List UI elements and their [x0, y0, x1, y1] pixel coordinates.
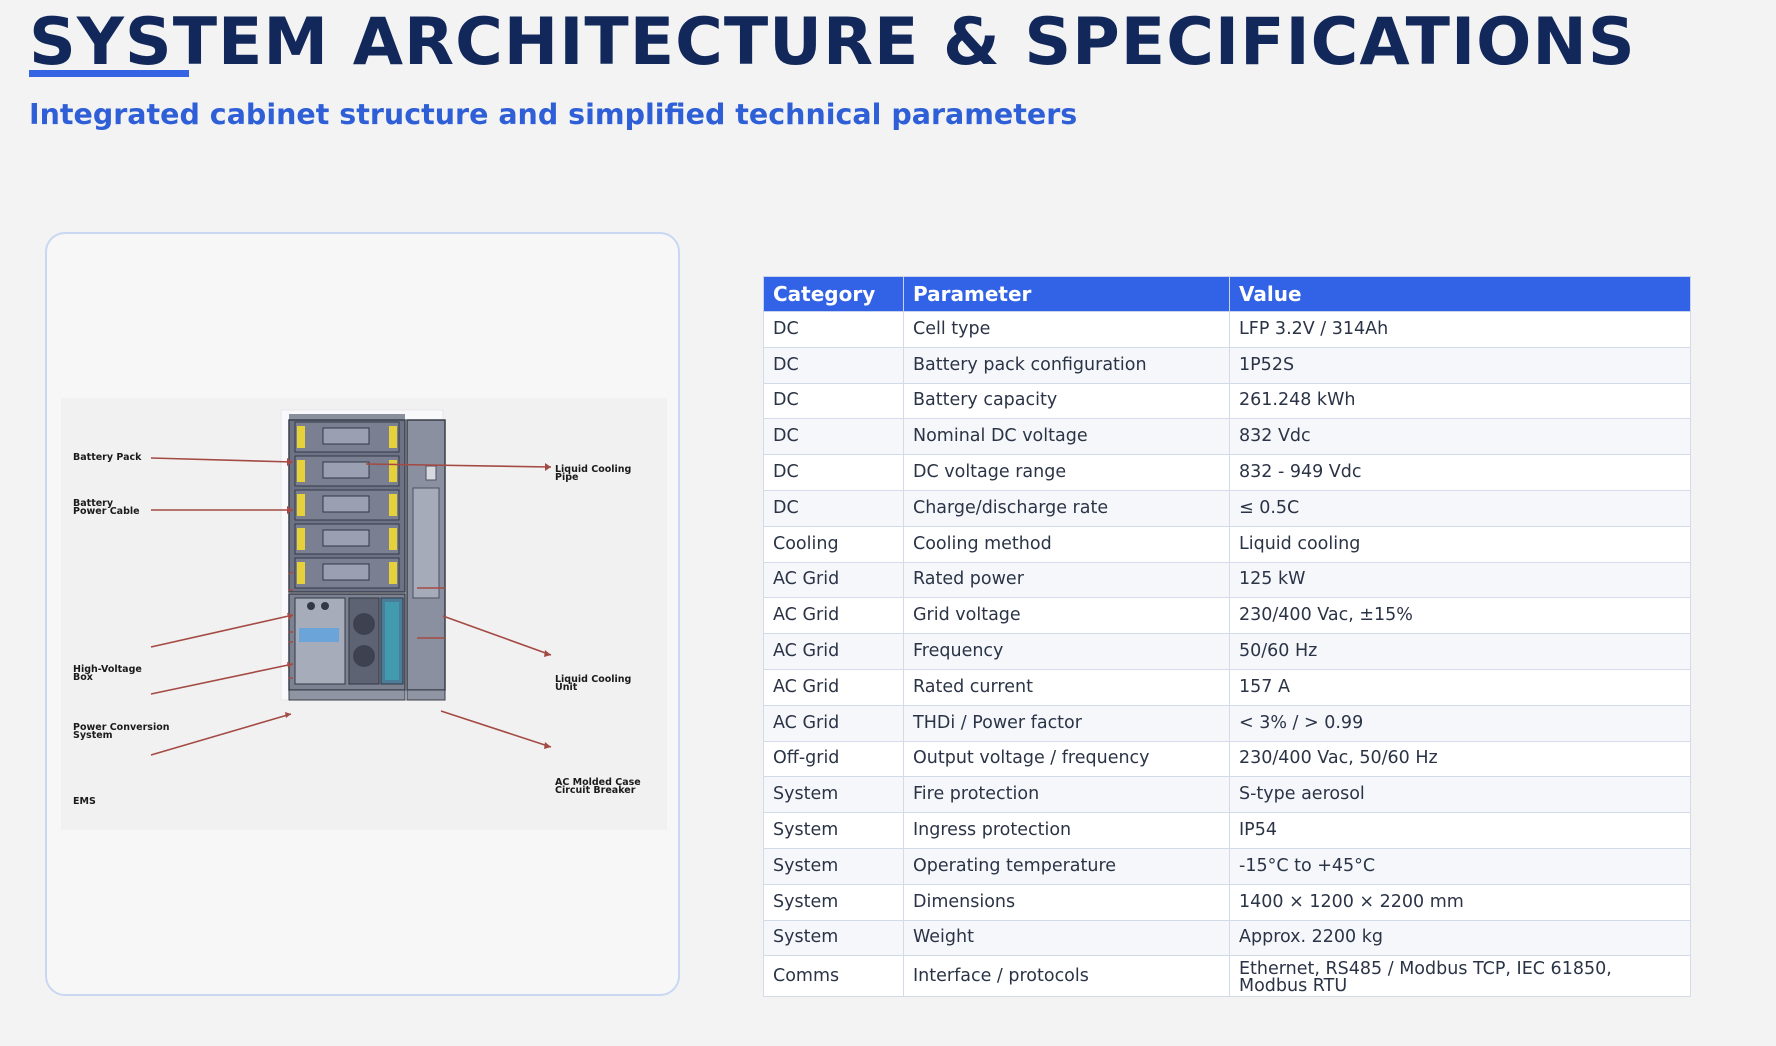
- cell-value: 832 Vdc: [1229, 418, 1691, 456]
- cell-value: IP54: [1229, 812, 1691, 849]
- cell-value: LFP 3.2V / 314Ah: [1229, 311, 1691, 348]
- battery-pack-stack: [294, 421, 400, 589]
- header-category: Category: [763, 276, 904, 312]
- cell-parameter: Output voltage / frequency: [903, 740, 1230, 778]
- header-parameter: Parameter: [903, 276, 1230, 312]
- cell-value: 1P52S: [1229, 346, 1691, 384]
- cell-parameter: Grid voltage: [903, 597, 1230, 635]
- cell-parameter: Frequency: [903, 633, 1230, 670]
- cabinet-figure-panel: Battery Pack Battery Power Cable High-Vo…: [45, 232, 680, 996]
- cell-parameter: DC voltage range: [903, 454, 1230, 491]
- page-subtitle: Integrated cabinet structure and simplif…: [29, 98, 1078, 131]
- cell-value: 1400 × 1200 × 2200 mm: [1229, 883, 1691, 921]
- cell-category: DC: [763, 346, 904, 384]
- cell-category: Off-grid: [763, 740, 904, 778]
- label-liquid-cooling-pipe: Liquid Cooling Pipe: [555, 464, 632, 483]
- cell-value: -15°C to +45°C: [1229, 847, 1691, 885]
- label-battery-pack: Battery Pack: [73, 452, 142, 463]
- cell-parameter: Ingress protection: [903, 812, 1230, 849]
- cell-category: DC: [763, 418, 904, 456]
- cell-value: S-type aerosol: [1229, 776, 1691, 814]
- cabinet-diagram: Battery Pack Battery Power Cable High-Vo…: [61, 398, 667, 830]
- cell-value: 832 - 949 Vdc: [1229, 454, 1691, 491]
- label-high-voltage-box: High-Voltage Box: [73, 664, 142, 683]
- cell-category: AC Grid: [763, 633, 904, 670]
- cell-parameter: Fire protection: [903, 776, 1230, 814]
- header-value: Value: [1229, 276, 1691, 312]
- cell-parameter: Weight: [903, 919, 1230, 957]
- page-title: SYSTEM ARCHITECTURE & SPECIFICATIONS: [29, 5, 1636, 80]
- cell-category: DC: [763, 382, 904, 420]
- cell-parameter: Battery pack configuration: [903, 346, 1230, 384]
- cell-category: System: [763, 883, 904, 921]
- cell-category: DC: [763, 311, 904, 348]
- cell-category: Comms: [763, 955, 904, 998]
- cell-parameter: THDi / Power factor: [903, 704, 1230, 742]
- cell-parameter: Rated power: [903, 561, 1230, 599]
- label-ems: EMS: [73, 796, 96, 807]
- cell-category: AC Grid: [763, 561, 904, 599]
- cell-category: System: [763, 919, 904, 957]
- cell-parameter: Charge/discharge rate: [903, 489, 1230, 527]
- title-accent-underline: [29, 70, 189, 77]
- cell-parameter: Operating temperature: [903, 847, 1230, 885]
- cell-category: System: [763, 776, 904, 814]
- cell-category: DC: [763, 454, 904, 491]
- cell-value: 261.248 kWh: [1229, 382, 1691, 420]
- cell-category: System: [763, 847, 904, 885]
- cell-category: AC Grid: [763, 597, 904, 635]
- label-ac-breaker: AC Molded Case Circuit Breaker: [555, 777, 641, 796]
- cell-parameter: Cell type: [903, 311, 1230, 348]
- cell-parameter: Cooling method: [903, 525, 1230, 563]
- cell-value: 230/400 Vac, ±15%: [1229, 597, 1691, 635]
- cell-parameter: Interface / protocols: [903, 955, 1230, 998]
- cell-value: Liquid cooling: [1229, 525, 1691, 563]
- cell-category: AC Grid: [763, 668, 904, 706]
- cell-value: 230/400 Vac, 50/60 Hz: [1229, 740, 1691, 778]
- cell-parameter: Nominal DC voltage: [903, 418, 1230, 456]
- cell-value: ≤ 0.5C: [1229, 489, 1691, 527]
- cell-parameter: Dimensions: [903, 883, 1230, 921]
- cell-category: Cooling: [763, 525, 904, 563]
- cell-value: 125 kW: [1229, 561, 1691, 599]
- cell-parameter: Rated current: [903, 668, 1230, 706]
- cell-parameter: Battery capacity: [903, 382, 1230, 420]
- label-liquid-cooling-unit: Liquid Cooling Unit: [555, 674, 632, 693]
- cell-value: 157 A: [1229, 668, 1691, 706]
- label-battery-power-cable: Battery Power Cable: [73, 498, 140, 517]
- cabinet-drawing: [150, 409, 552, 756]
- cell-category: System: [763, 812, 904, 849]
- label-power-conversion-system: Power Conversion System: [73, 722, 170, 741]
- table-header-row: Category Parameter Value: [763, 276, 1691, 312]
- cell-value: < 3% / > 0.99: [1229, 704, 1691, 742]
- cell-value: Approx. 2200 kg: [1229, 919, 1691, 957]
- cell-category: DC: [763, 489, 904, 527]
- cell-category: AC Grid: [763, 704, 904, 742]
- cell-value: Ethernet, RS485 / Modbus TCP, IEC 61850,…: [1229, 955, 1691, 998]
- cell-value: 50/60 Hz: [1229, 633, 1691, 670]
